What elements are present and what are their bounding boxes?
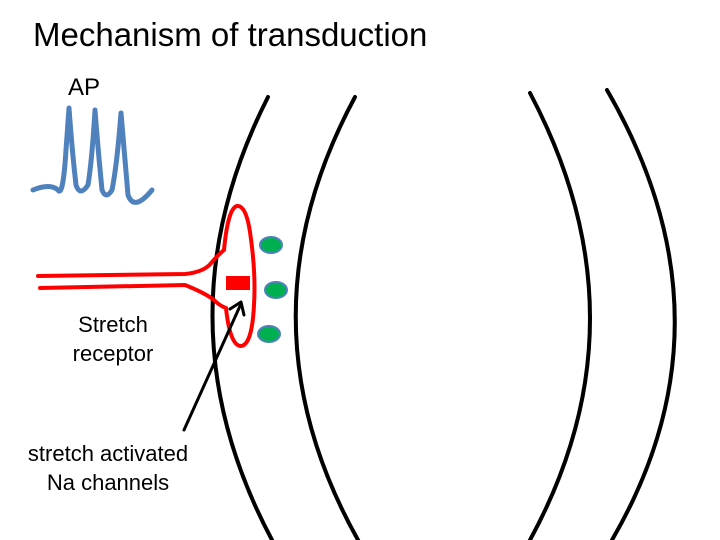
channel-pointer-arrowhead [228,300,246,317]
sensory-axon-upper [36,248,226,278]
sodium-ion-2 [264,281,288,299]
muscle-fiber-boundary-3 [528,91,592,540]
action-potential-label: AP [68,74,101,101]
muscle-fiber-boundary-4 [605,88,677,540]
muscle-fiber-boundary-1 [210,95,274,540]
stretch-channels-label-line-1: stretch activated [27,441,189,466]
sodium-ion-3 [257,325,281,343]
stretch-receptor-label-line-1: Stretch [78,312,148,337]
channel-pointer-arrow [182,304,242,432]
stretch-receptor-label: Stretch receptor [58,311,168,368]
stretch-receptor-label-line-2: receptor [72,340,154,366]
sensory-axon-lower [38,282,228,310]
stretch-channels-label: stretch activated Na channels [8,440,208,497]
stretch-receptor-ending [222,204,257,348]
page-title: Mechanism of transduction [33,16,428,53]
sodium-ion-1 [259,236,283,254]
action-potential-trace [30,105,155,205]
muscle-fiber-boundary-2 [293,95,360,540]
stretch-channels-label-line-2: Na channels [46,469,170,495]
stretch-activated-channel [226,276,250,290]
